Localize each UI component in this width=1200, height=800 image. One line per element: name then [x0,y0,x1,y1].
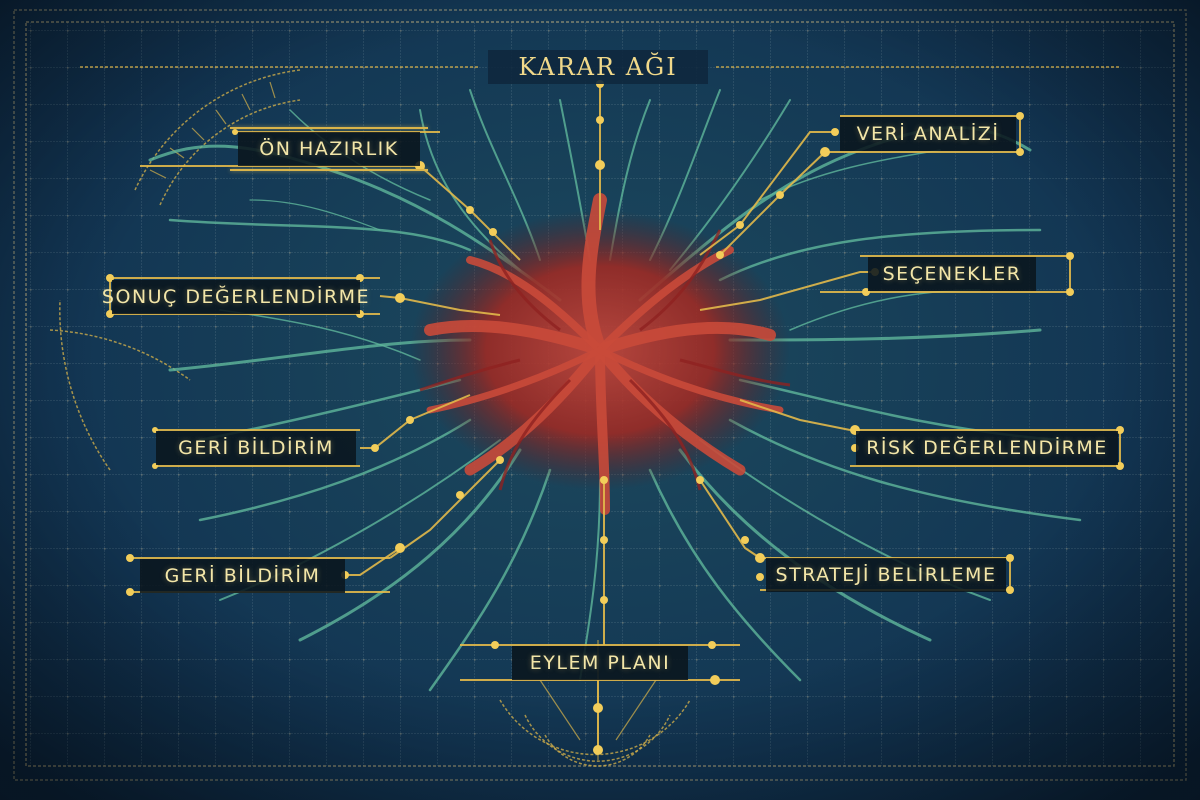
node-label: STRATEJİ BELİRLEME [775,564,997,586]
label-border-top [230,127,428,129]
diagram-title: KARAR AĞI [488,50,708,84]
node-on-hazirlik: ÖN HAZIRLIK [230,127,428,171]
label-border-bottom [230,169,428,171]
node-label: GERİ BİLDİRİM [178,437,334,459]
node-strateji-belirleme: STRATEJİ BELİRLEME [766,558,1006,592]
node-label: SONUÇ DEĞERLENDİRME [101,286,371,308]
node-geri-bildirim-1: GERİ BİLDİRİM [156,431,356,465]
node-label: VERİ ANALİZİ [856,123,1000,145]
node-label: RİSK DEĞERLENDİRME [866,437,1108,459]
node-risk-degerlendirme: RİSK DEĞERLENDİRME [856,431,1118,465]
node-geri-bildirim-2: GERİ BİLDİRİM [140,559,345,593]
node-label: EYLEM PLANI [529,652,671,674]
node-label: GERİ BİLDİRİM [164,565,321,587]
node-secenekler: SEÇENEKLER [868,257,1036,291]
node-label: ÖN HAZIRLIK [259,138,399,160]
node-eylem-plani: EYLEM PLANI [512,646,688,680]
node-veri-analizi: VERİ ANALİZİ [840,117,1016,151]
node-sonuc-degerlendirme: SONUÇ DEĞERLENDİRME [102,280,369,314]
node-label: SEÇENEKLER [882,263,1022,285]
